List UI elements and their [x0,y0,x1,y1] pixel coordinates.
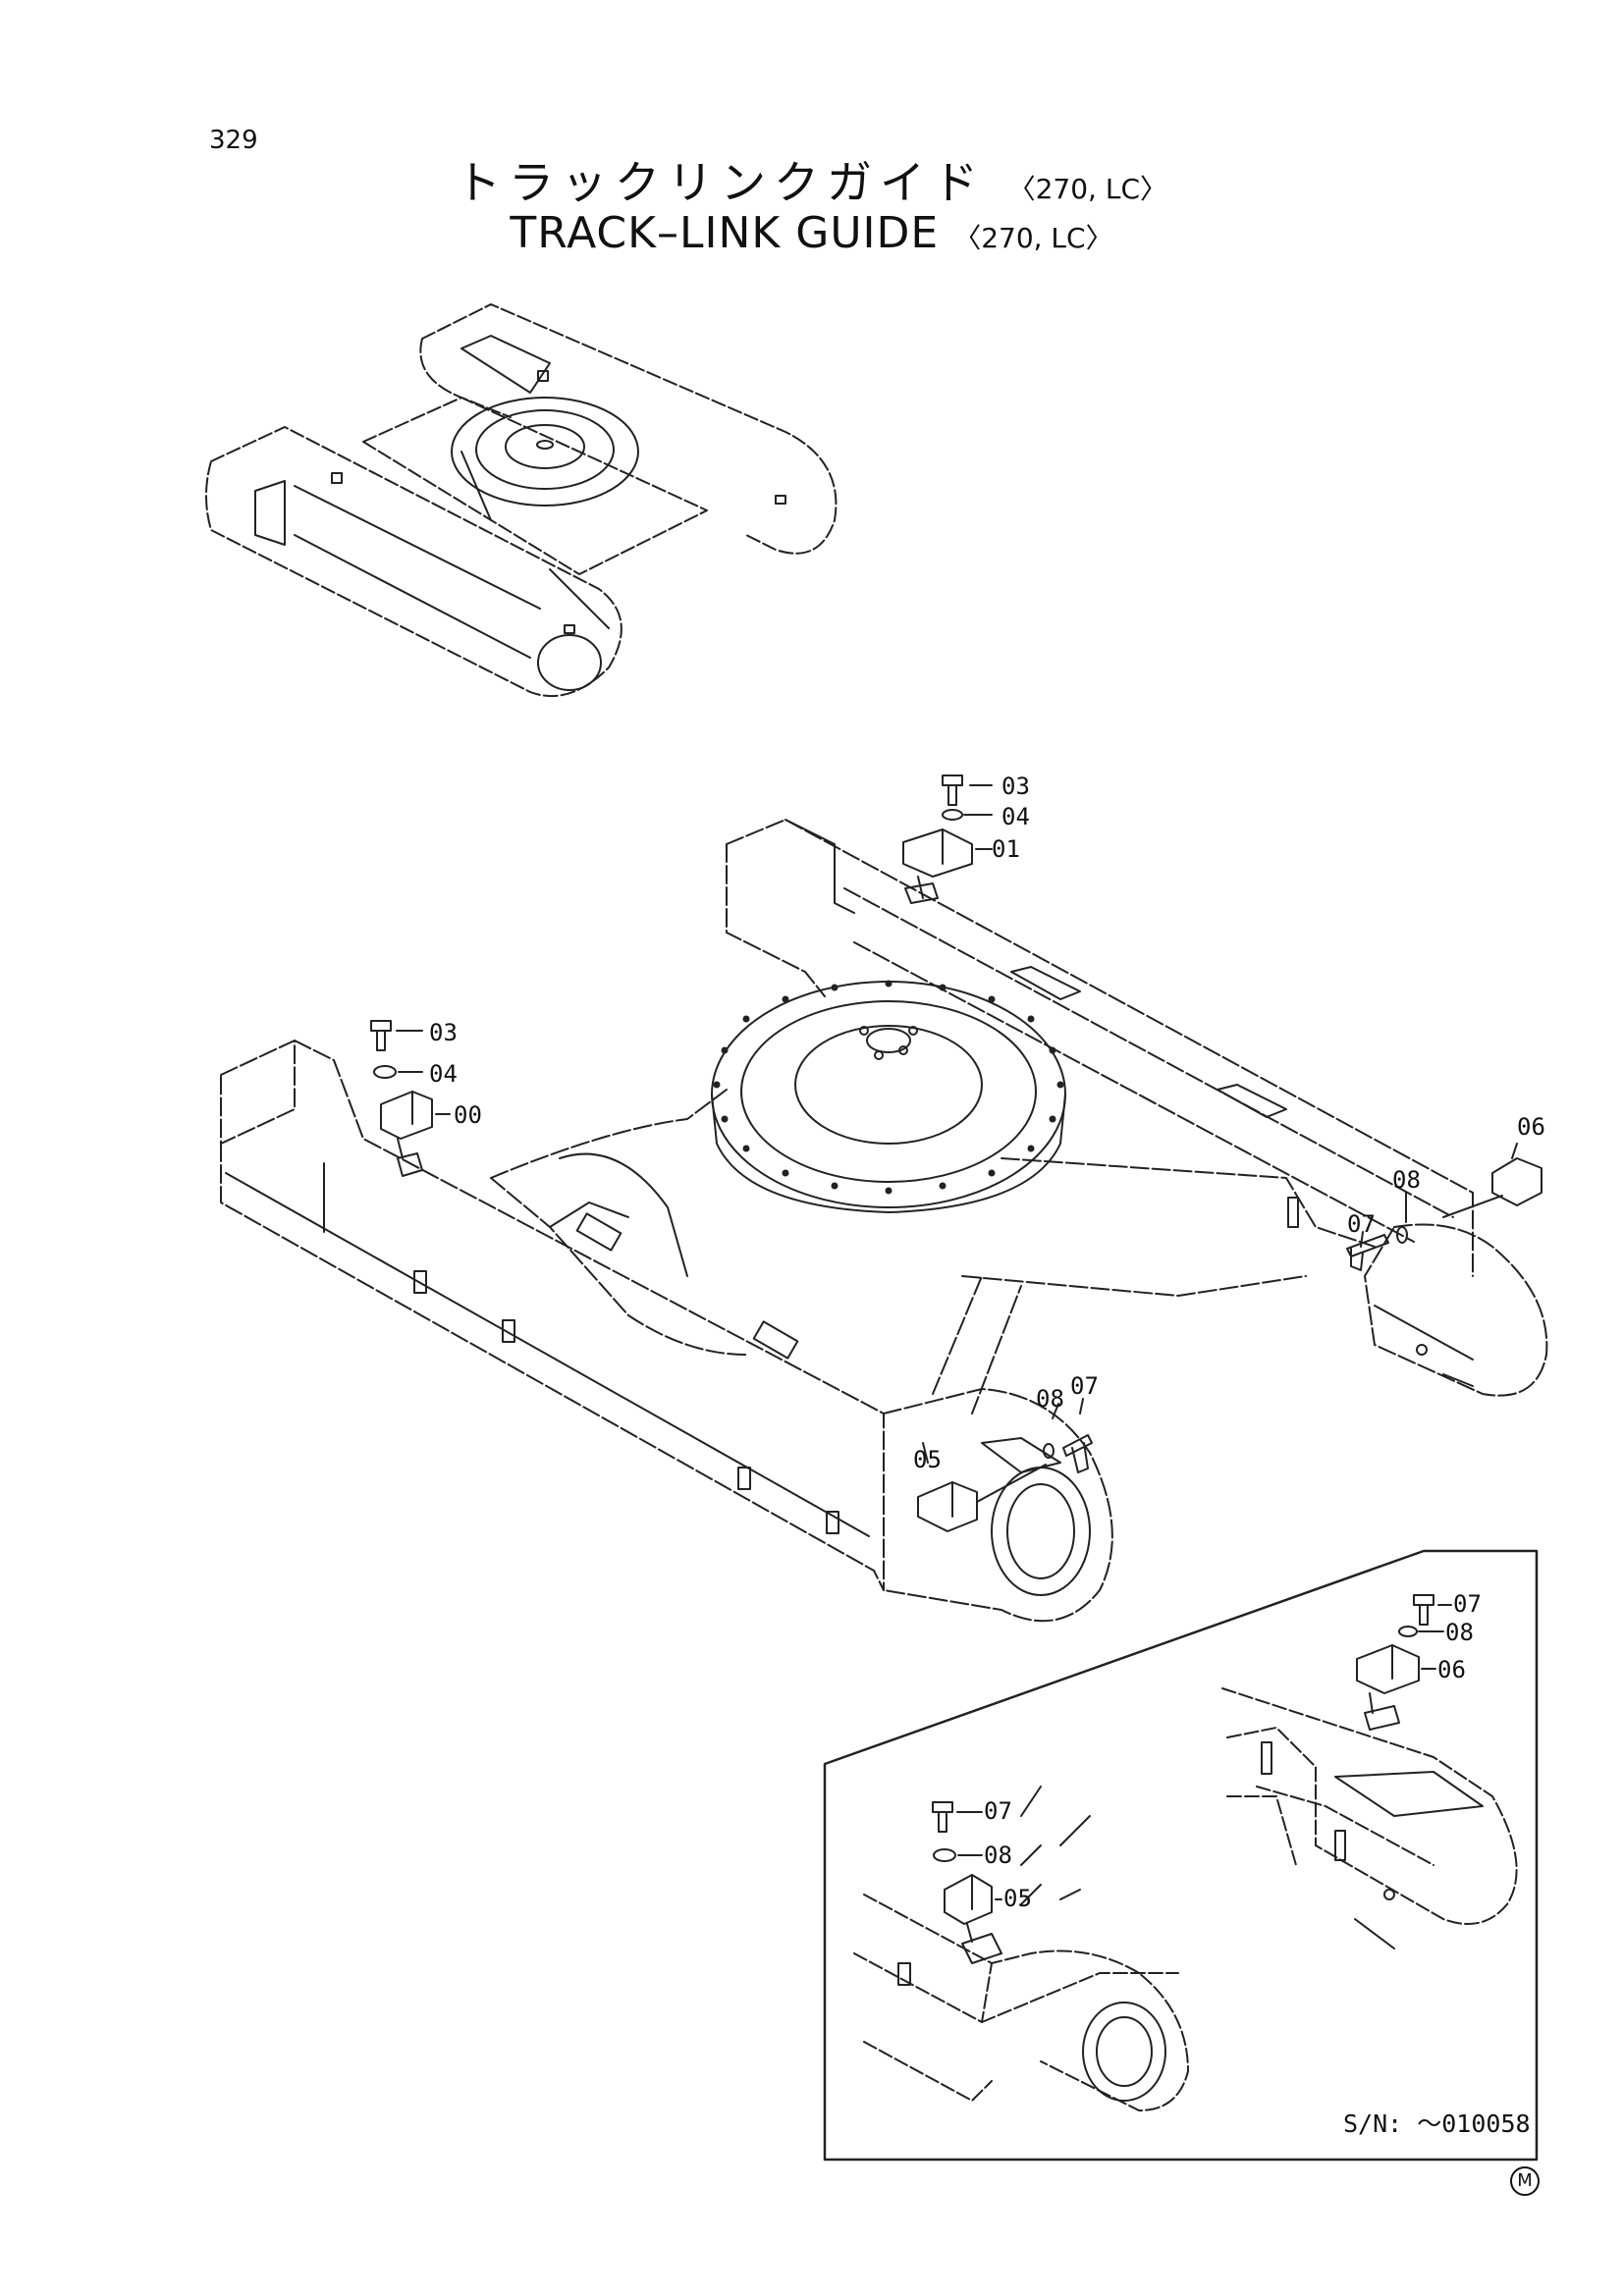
callout-inset-right-06: 06 [1437,1656,1466,1683]
title-japanese-suffix: 〈270, LC〉 [1007,173,1168,205]
callout-inset-left-05: 05 [1003,1885,1032,1912]
callout-inset-right-07: 07 [1453,1590,1482,1618]
inset-detail [823,1549,1539,2162]
callout-main-top-01: 01 [992,835,1020,863]
title-japanese-text: トラックリンクガイド [455,156,986,209]
part-group-right [1346,1143,1542,1271]
callout-main-top-04: 04 [1001,803,1030,830]
callout-inset-left-07: 07 [984,1797,1012,1825]
callout-main-top-03: 03 [1001,773,1030,800]
title-japanese: トラックリンクガイド 〈270, LC〉 [0,147,1623,212]
callout-main-right-08: 08 [1392,1166,1421,1194]
callout-main-right-07: 07 [1347,1210,1376,1238]
callout-main-front-07: 07 [1070,1372,1099,1400]
callout-main-front-05: 05 [913,1446,942,1473]
callout-inset-left-08: 08 [984,1842,1012,1869]
title-english: TRACK–LINK GUIDE 〈270, LC〉 [0,208,1623,258]
callout-inset-right-08: 08 [1445,1619,1474,1646]
serial-number-note: S/N: ～010058 [1343,2109,1531,2138]
overview-undercarriage [205,303,838,698]
part-group-left [370,1020,451,1177]
page-number: 329 [209,126,258,155]
callout-main-left-04: 04 [429,1060,458,1088]
m-mark: M [1510,2166,1540,2196]
title-english-suffix: 〈270, LC〉 [953,222,1113,254]
part-group-top [902,774,993,904]
callout-main-right-06: 06 [1517,1113,1545,1141]
part-group-front [917,1398,1093,1532]
main-undercarriage [220,819,1548,1623]
title-english-text: TRACK–LINK GUIDE [510,208,940,258]
callout-main-left-00: 00 [454,1101,482,1129]
callout-main-left-03: 03 [429,1019,458,1046]
callout-main-front-08: 08 [1036,1385,1064,1413]
